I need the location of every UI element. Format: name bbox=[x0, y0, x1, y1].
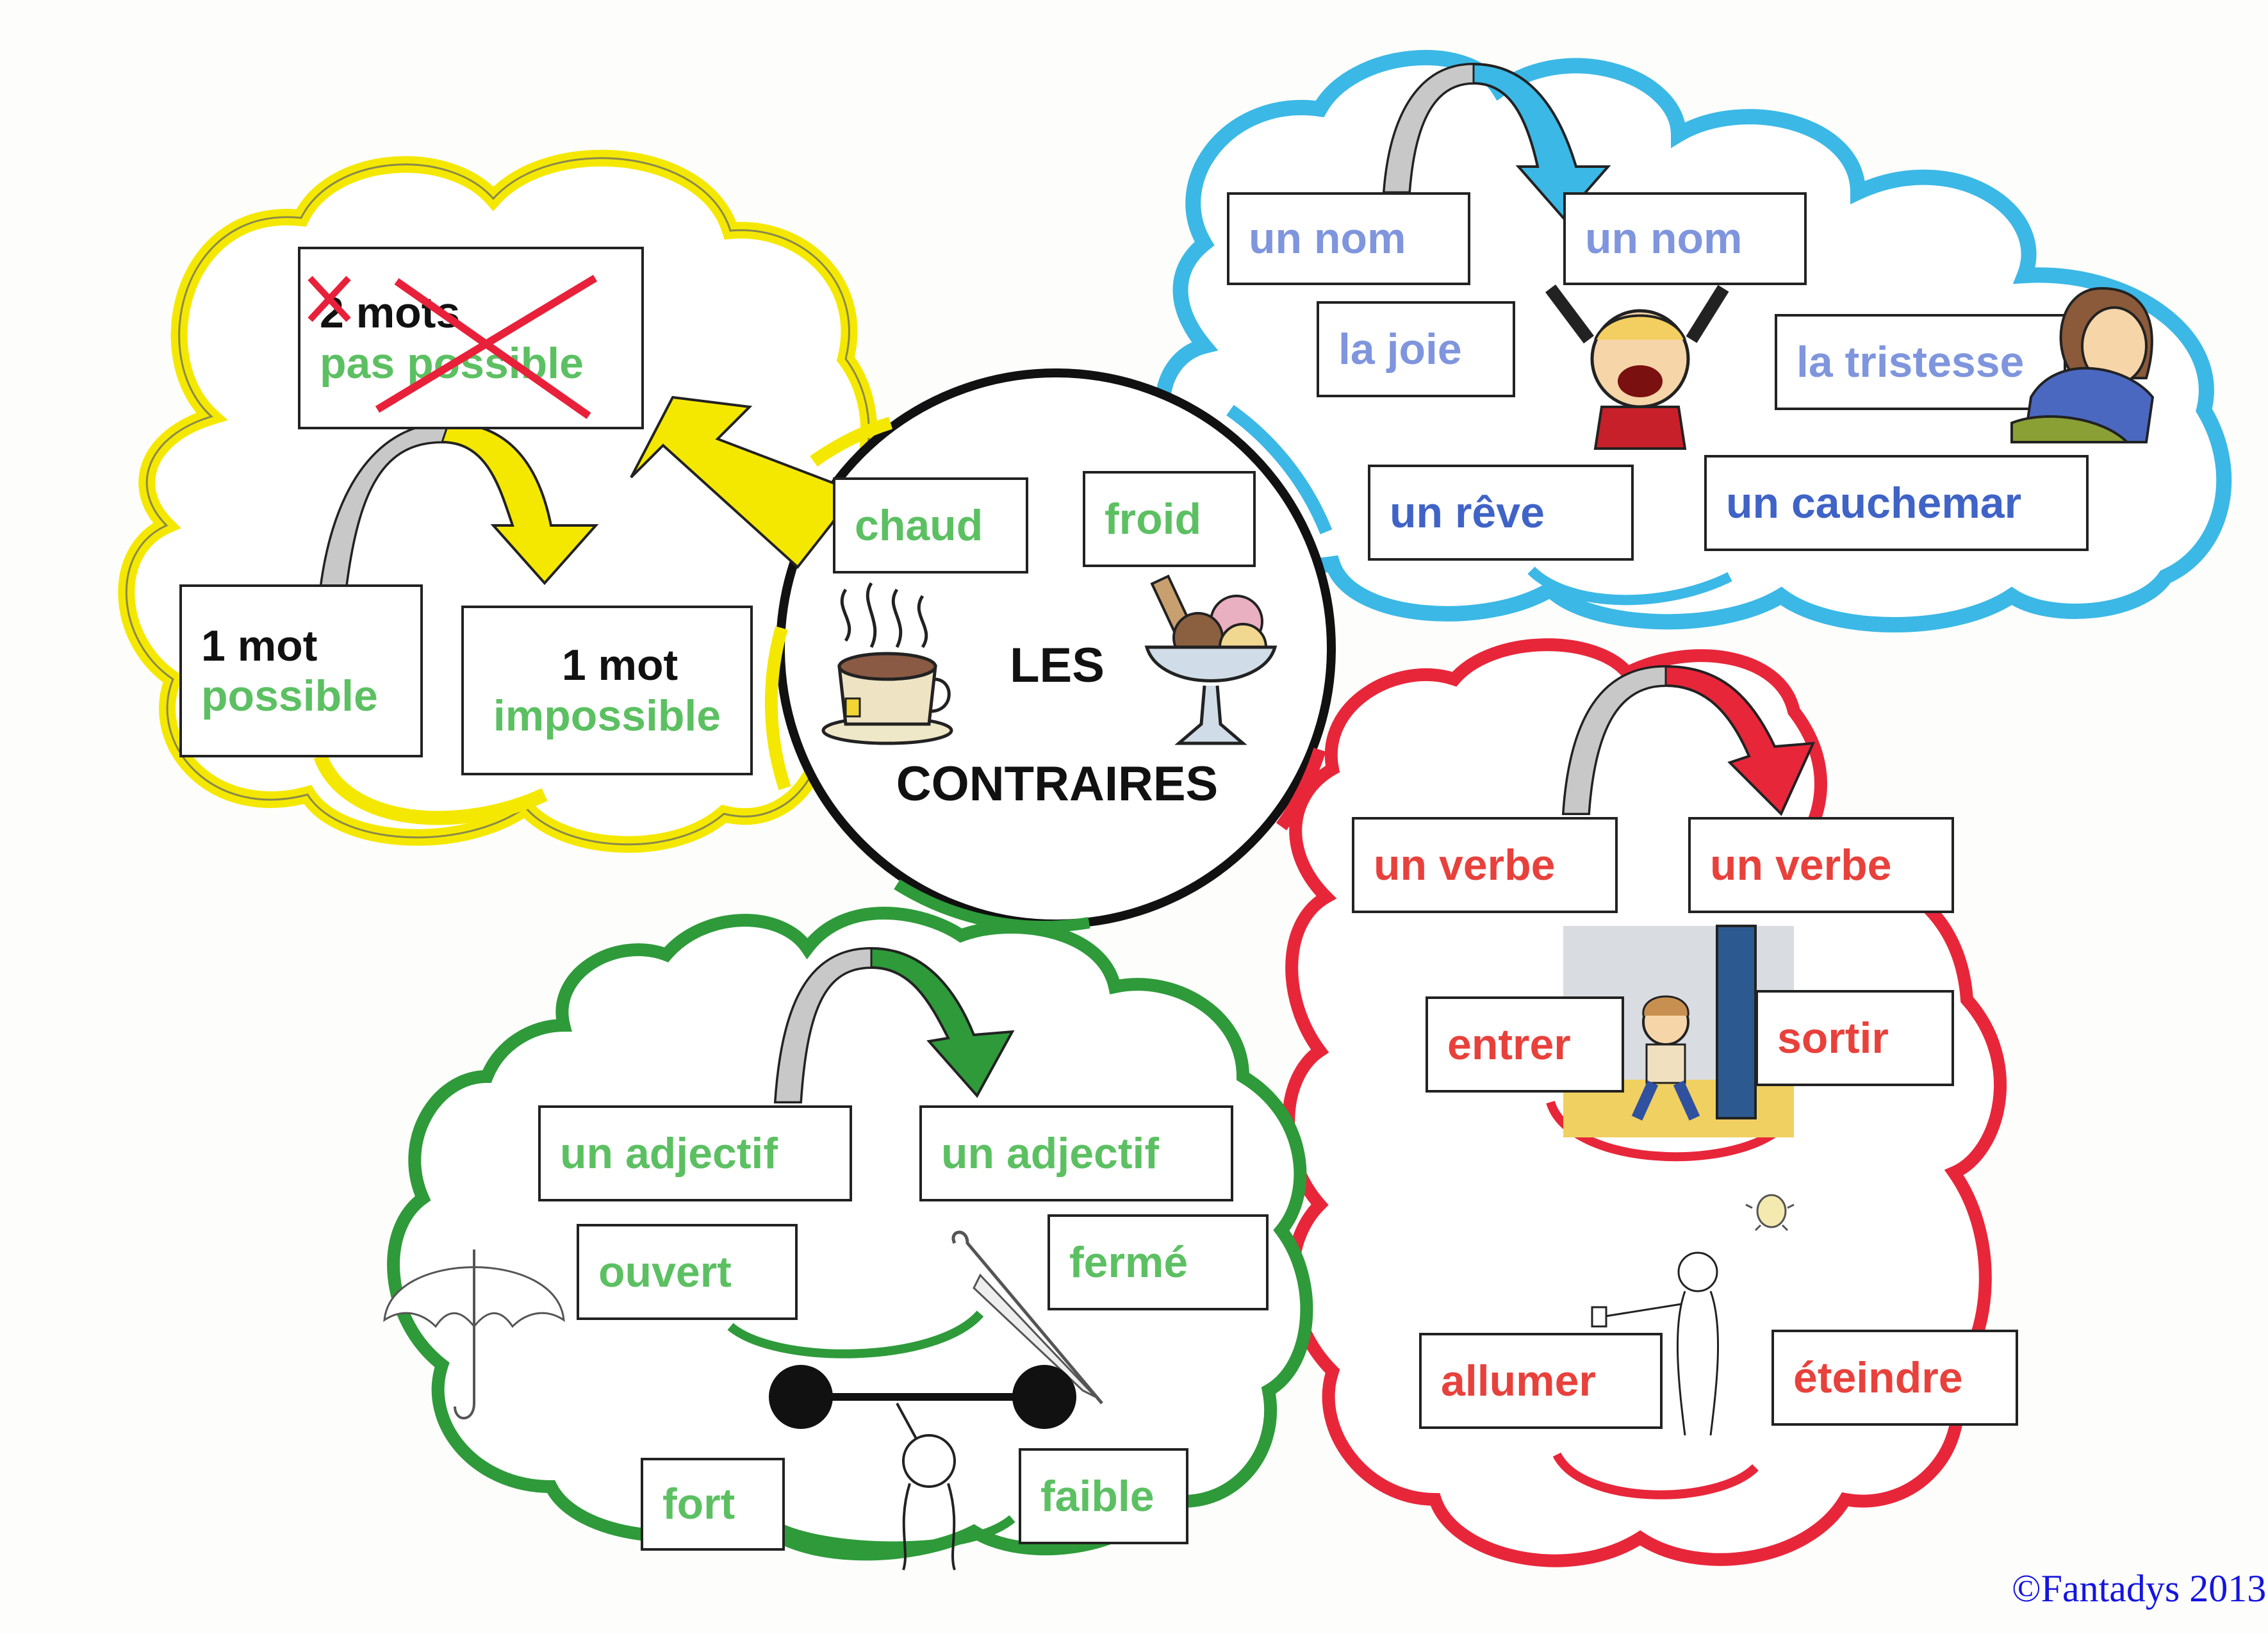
card-label: chaud bbox=[855, 500, 983, 550]
card-ouvert: ouvert bbox=[577, 1224, 798, 1320]
card-label: fort bbox=[662, 1480, 735, 1529]
card-label: un adjectif bbox=[560, 1128, 778, 1178]
card-label: un nom bbox=[1585, 214, 1743, 263]
card-line-impossible: impossible bbox=[493, 691, 721, 740]
card-un-nom-left: un nom bbox=[1227, 192, 1470, 285]
card-label: entrer bbox=[1447, 1019, 1571, 1069]
card-un-nom-right: un nom bbox=[1563, 192, 1807, 285]
card-un-reve: un rêve bbox=[1368, 465, 1634, 561]
card-line-possible: possible bbox=[201, 672, 378, 720]
card-label: froid bbox=[1105, 494, 1202, 543]
card-fort: fort bbox=[641, 1458, 785, 1551]
card-un-adjectif-left: un adjectif bbox=[538, 1105, 852, 1201]
card-label: allumer bbox=[1441, 1356, 1596, 1405]
card-la-tristesse: la tristesse bbox=[1775, 314, 2066, 410]
card-label: éteindre bbox=[1793, 1353, 1963, 1402]
card-label: un adjectif bbox=[941, 1128, 1160, 1178]
card-label: un verbe bbox=[1374, 840, 1556, 889]
blue-curved-arrow bbox=[1382, 62, 1611, 220]
card-label: la tristesse bbox=[1796, 337, 2025, 386]
copyright-notice: ©Fantadys 2013 bbox=[2012, 1567, 2267, 1610]
card-faible: faible bbox=[1019, 1448, 1188, 1544]
card-sortir: sortir bbox=[1755, 990, 1954, 1086]
yellow-pointer-arrow bbox=[630, 395, 854, 569]
open-umbrella-icon bbox=[383, 1250, 565, 1420]
card-1-mot-impossible: 1 mot impossible bbox=[461, 606, 753, 775]
title-les: LES bbox=[1010, 638, 1105, 693]
ice-cream-sundae-icon bbox=[1144, 574, 1278, 745]
card-line-1-mot: 1 mot bbox=[201, 621, 318, 670]
card-label: fermé bbox=[1069, 1237, 1188, 1287]
happy-child-icon bbox=[1545, 285, 1729, 450]
card-label: la joie bbox=[1338, 324, 1462, 374]
card-chaud: chaud bbox=[833, 477, 1028, 574]
card-eteindre: éteindre bbox=[1771, 1330, 2018, 1426]
card-label: ouvert bbox=[598, 1247, 732, 1296]
card-2-mots-pas-possible: 2 mots pas possible bbox=[298, 247, 644, 429]
hot-tea-cup-icon bbox=[821, 582, 953, 745]
card-label: un verbe bbox=[1710, 840, 1892, 889]
card-label: un cauchemar bbox=[1726, 478, 2022, 527]
card-ferme: fermé bbox=[1048, 1214, 1269, 1310]
card-un-cauchemar: un cauchemar bbox=[1704, 455, 2089, 551]
card-allumer: allumer bbox=[1419, 1333, 1663, 1429]
card-froid: froid bbox=[1083, 471, 1256, 567]
title-contraires: CONTRAIRES bbox=[896, 757, 1219, 811]
green-cloud bbox=[387, 907, 1313, 1561]
card-1-mot-possible: 1 mot possible bbox=[179, 584, 423, 757]
card-la-joie: la joie bbox=[1317, 301, 1515, 397]
card-line-1-mot: 1 mot bbox=[561, 641, 678, 690]
card-un-verbe-right: un verbe bbox=[1688, 817, 1954, 913]
card-entrer: entrer bbox=[1426, 996, 1624, 1093]
card-un-verbe-left: un verbe bbox=[1352, 817, 1618, 913]
green-curved-arrow bbox=[773, 946, 1015, 1103]
card-un-adjectif-right: un adjectif bbox=[919, 1105, 1233, 1201]
card-label: sortir bbox=[1777, 1013, 1889, 1062]
card-label: un rêve bbox=[1390, 488, 1545, 537]
weightlifter-icon bbox=[769, 1365, 1076, 1571]
card-label: faible bbox=[1040, 1471, 1155, 1521]
closed-umbrella-icon bbox=[951, 1230, 1103, 1405]
person-light-switch-icon bbox=[1591, 1194, 1795, 1436]
sad-child-icon bbox=[2010, 286, 2155, 443]
card-label: un nom bbox=[1249, 214, 1406, 263]
red-cross-out-icon bbox=[308, 274, 598, 419]
red-curved-arrow bbox=[1561, 664, 1816, 816]
